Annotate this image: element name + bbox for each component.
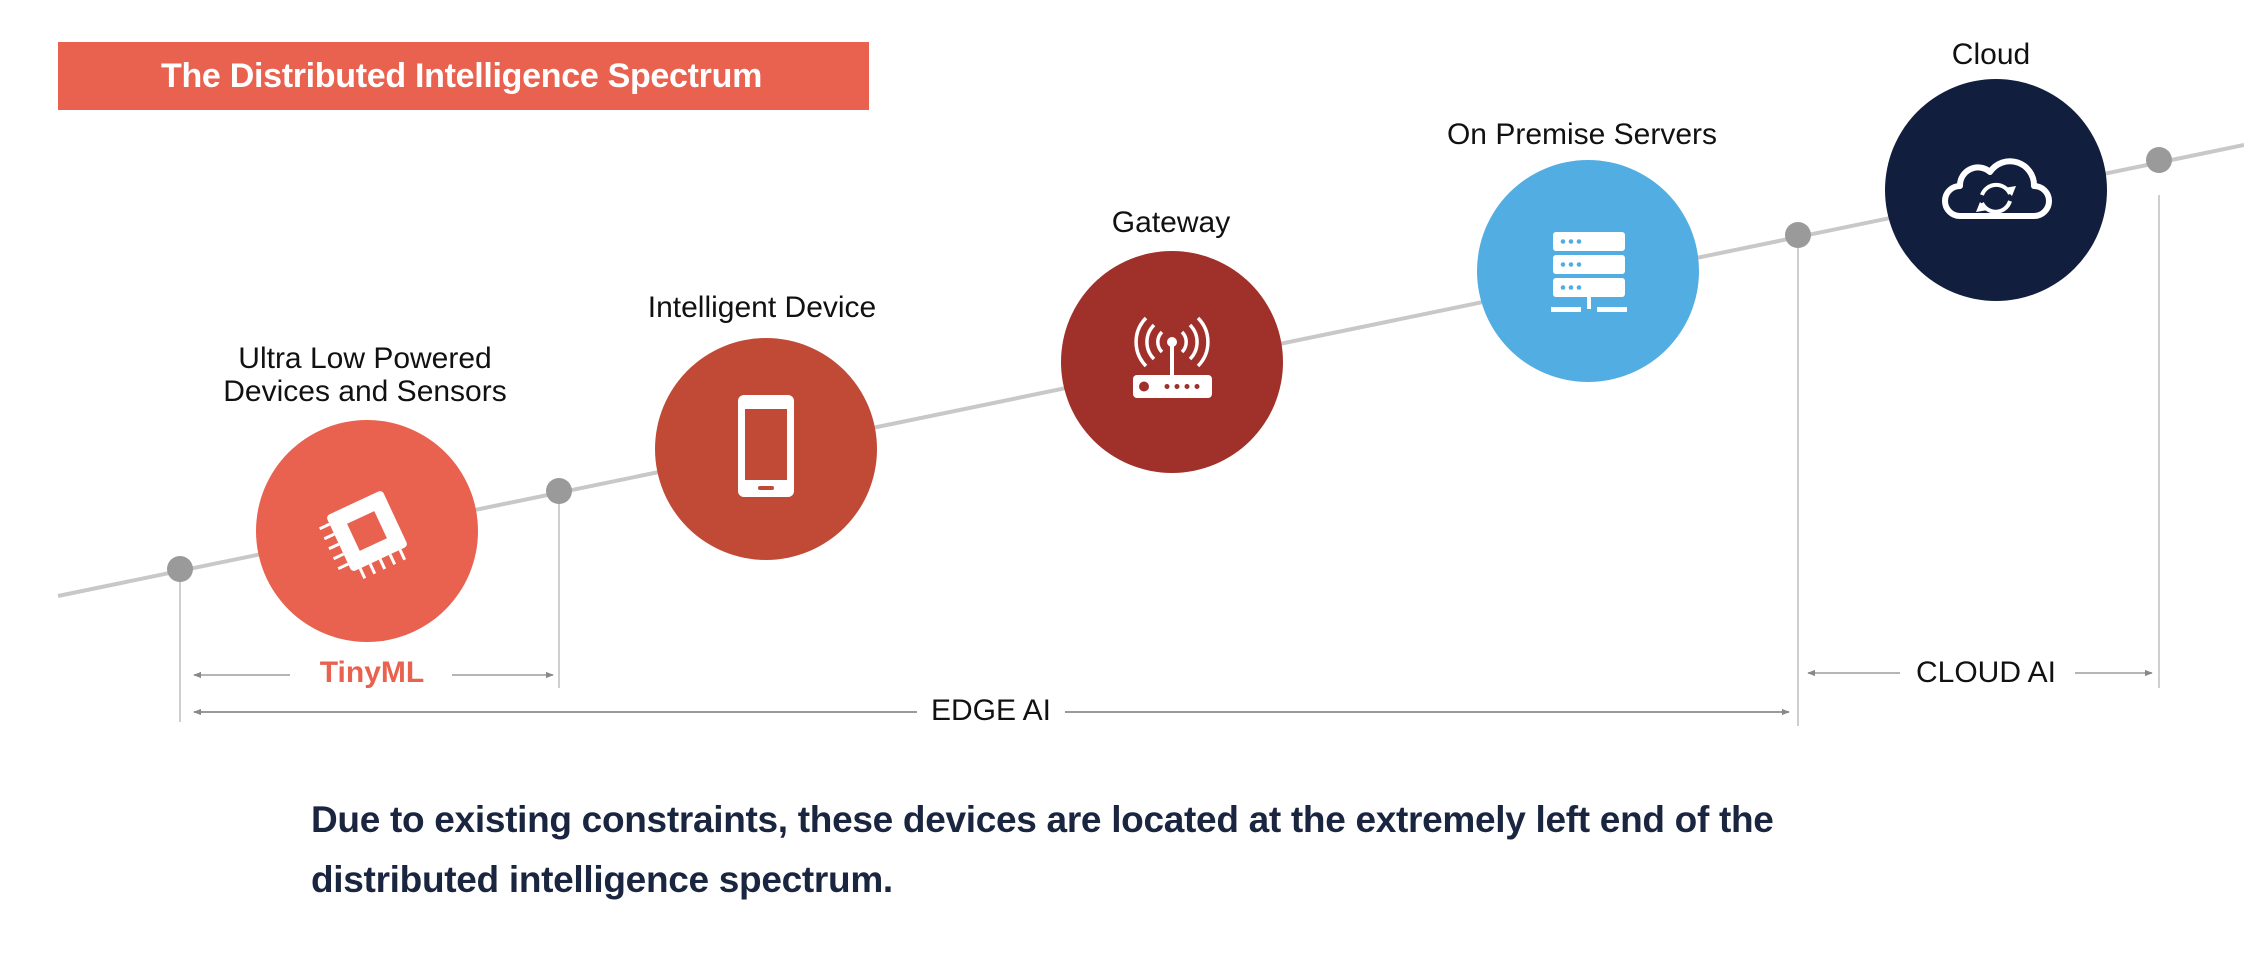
server-icon <box>1551 232 1627 312</box>
diagram-title: The Distributed Intelligence Spectrum <box>161 56 763 95</box>
tier-label-intelligent-device: Intelligent Device <box>647 291 877 324</box>
tier-label-gateway: Gateway <box>1111 206 1231 239</box>
spectrum-dot <box>1785 222 1811 248</box>
tier-label-ultra-low-power: Ultra Low Powered Devices and Sensors <box>223 342 507 408</box>
title-banner: The Distributed Intelligence Spectrum <box>58 42 869 110</box>
cloud-ai-label: CLOUD AI <box>1901 656 2071 690</box>
tier-circle-cloud <box>1885 79 2107 301</box>
smartphone-icon <box>738 395 794 497</box>
spectrum-dot <box>546 478 572 504</box>
router-icon <box>1133 316 1212 398</box>
tinyml-label: TinyML <box>305 656 439 690</box>
edge-ai-label: EDGE AI <box>916 694 1066 728</box>
spectrum-dot <box>2146 147 2172 173</box>
tier-label-cloud: Cloud <box>1951 38 2031 71</box>
cloud-sync-icon <box>1942 158 2052 219</box>
tier-label-on-premise-servers: On Premise Servers <box>1446 118 1718 151</box>
spectrum-dot <box>167 556 193 582</box>
microchip-icon <box>319 491 407 579</box>
caption-text: Due to existing constraints, these devic… <box>311 799 1774 900</box>
